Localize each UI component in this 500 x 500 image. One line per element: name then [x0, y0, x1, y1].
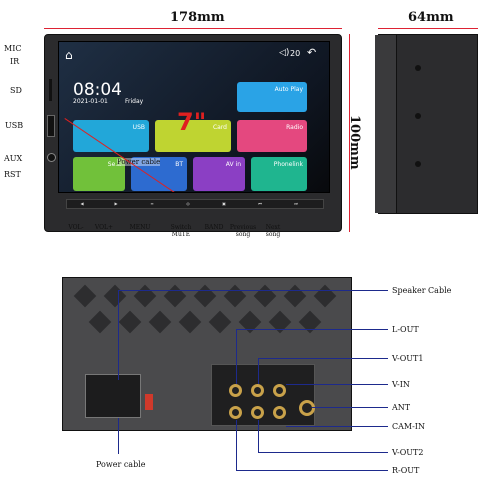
usb-port[interactable]: [47, 115, 55, 137]
band-label: BAND: [204, 224, 224, 231]
previous-song-label: Previous song: [229, 224, 257, 238]
ant-pointer: [312, 407, 388, 408]
clock-day: Friday: [125, 98, 144, 105]
l-out-label: L-OUT: [392, 325, 419, 334]
screen-size-badge: 7": [177, 108, 207, 136]
ant-jack[interactable]: [299, 400, 315, 416]
usb-tile[interactable]: USB: [73, 120, 149, 152]
v-out2-pointer: [258, 452, 388, 453]
back-icon[interactable]: ↶: [307, 46, 317, 59]
depth-dimension-line: [378, 28, 478, 29]
sd-slot[interactable]: [49, 79, 52, 101]
touch-screen: ⌂ ◁) 20 ↶ 08:04 2021-01-01 Friday Auto P…: [58, 41, 330, 193]
volume-icon[interactable]: ◁): [279, 48, 290, 58]
vol-minus-label: VOL-: [68, 224, 84, 231]
l-out-pointer: [236, 329, 388, 330]
bt-tile[interactable]: BT: [131, 157, 187, 191]
width-dimension: 178mm: [170, 10, 225, 25]
fuse: [145, 394, 153, 410]
switch-mute-button[interactable]: ◎: [186, 201, 190, 206]
height-dimension-line: [349, 34, 350, 232]
speaker-cable-pointer-v: [118, 290, 119, 380]
switch-mute-label: Switch MuTE: [170, 224, 192, 238]
previous-song-button[interactable]: ⏮: [258, 201, 262, 206]
rst-label: RST: [4, 170, 21, 179]
clock-time: 08:04: [73, 80, 122, 100]
ant-label: ANT: [392, 403, 411, 412]
v-in-jack[interactable]: [273, 384, 286, 397]
v-in-label: V-IN: [392, 380, 410, 389]
side-view-chassis: [375, 34, 478, 214]
ir-label: IR: [10, 57, 20, 66]
menu-label: MENU: [129, 224, 151, 231]
r-out-jack[interactable]: [229, 406, 242, 419]
cam-in-pointer: [286, 426, 388, 427]
iso-power-connector[interactable]: [85, 374, 141, 418]
menu-button[interactable]: ≡: [150, 201, 154, 206]
r-out-pointer-v: [236, 420, 237, 470]
rear-panel: [62, 277, 352, 431]
av-in-tile[interactable]: AV in: [193, 157, 245, 191]
v-out2-pointer-v: [258, 420, 259, 452]
speaker-cable-label: Speaker Cable: [392, 286, 452, 295]
side-vent-1: [415, 65, 421, 71]
rca-panel: [211, 364, 315, 426]
l-out-jack[interactable]: [229, 384, 242, 397]
speaker-cable-pointer: [118, 290, 388, 291]
cam-in-label: CAM-IN: [392, 422, 425, 431]
aux-label: AUX: [4, 154, 23, 163]
band-button[interactable]: ▣: [222, 201, 226, 206]
hard-button-bar: ◀ ▶ ≡ ◎ ▣ ⏮ ⏭: [66, 199, 324, 209]
aux-jack[interactable]: [47, 153, 56, 162]
v-out1-jack[interactable]: [251, 384, 264, 397]
usb-label: USB: [5, 121, 24, 130]
power-cable-pointer: [118, 418, 119, 454]
radio-tile[interactable]: Radio: [237, 120, 307, 152]
phonelink-tile[interactable]: Phonelink: [251, 157, 307, 191]
v-in-pointer: [286, 384, 388, 385]
v-out2-jack[interactable]: [251, 406, 264, 419]
v-out2-label: V-OUT2: [392, 448, 424, 457]
next-song-label: Next song: [265, 224, 281, 238]
vol-plus-label: VOL+: [94, 224, 114, 231]
v-out1-pointer-v: [258, 358, 259, 384]
settings-tile[interactable]: Se...: [73, 157, 125, 191]
side-vent-3: [415, 161, 421, 167]
depth-dimension: 64mm: [408, 10, 454, 25]
mic-label: MIC: [4, 44, 22, 53]
power-cable-label: Power cable: [96, 460, 146, 469]
vol-minus-button[interactable]: ◀: [80, 201, 84, 206]
heatsink-diamonds: [63, 278, 353, 334]
v-out1-label: V-OUT1: [392, 354, 424, 363]
v-out1-pointer: [258, 358, 388, 359]
auto-play-tile[interactable]: Auto Play: [237, 82, 307, 112]
next-song-button[interactable]: ⏭: [294, 201, 298, 206]
sd-label: SD: [10, 86, 22, 95]
clock-date: 2021-01-01: [73, 98, 108, 105]
r-out-pointer: [236, 470, 388, 471]
width-dimension-line: [44, 28, 342, 29]
vol-plus-button[interactable]: ▶: [114, 201, 118, 206]
side-vent-2: [415, 113, 421, 119]
power-cable-overlay-label: Power cable: [117, 158, 161, 166]
side-bracket: [375, 35, 397, 213]
cam-in-jack[interactable]: [273, 406, 286, 419]
card-tile[interactable]: Card: [155, 120, 231, 152]
volume-level: 20: [290, 49, 301, 58]
r-out-label: R-OUT: [392, 466, 420, 475]
home-icon[interactable]: ⌂: [65, 48, 73, 62]
l-out-pointer-v: [236, 329, 237, 384]
